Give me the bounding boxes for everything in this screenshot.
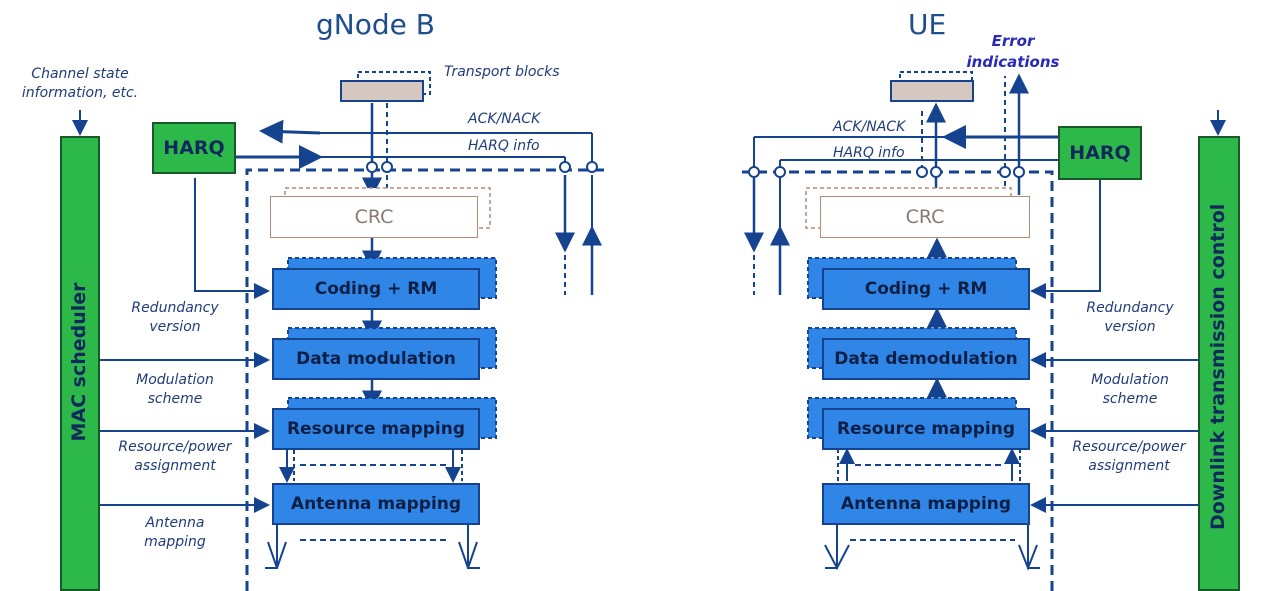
ue-harq-info-note: HARQ info xyxy=(833,145,905,161)
ue-demodulation-block: Data demodulation xyxy=(822,338,1030,380)
gnb-harq-info-note: HARQ info xyxy=(468,138,540,154)
gnb-modulation-block: Data modulation xyxy=(272,338,480,380)
mac-scheduler-bar xyxy=(60,136,100,591)
channel-state-note: Channel state information, etc. xyxy=(21,66,139,101)
gnb-antenna-block: Antenna mapping xyxy=(272,483,480,525)
ue-resource-block: Resource mapping xyxy=(822,408,1030,450)
ue-antenna-block: Antenna mapping xyxy=(822,483,1030,525)
transport-blocks-note: Transport blocks xyxy=(444,64,560,80)
ue-boundary xyxy=(742,170,1054,591)
mac-scheduler-label: MAC scheduler xyxy=(68,282,90,442)
ue-title: UE xyxy=(908,8,947,41)
gnb-resource-block: Resource mapping xyxy=(272,408,480,450)
gnb-ack-nack-note: ACK/NACK xyxy=(468,111,541,127)
gnb-harq-block: HARQ xyxy=(152,122,236,174)
gnb-transport-block xyxy=(340,80,424,102)
ue-harq-block: HARQ xyxy=(1058,126,1142,180)
gnb-coding-block: Coding + RM xyxy=(272,268,480,310)
gnb-crc-block: CRC xyxy=(270,196,478,238)
ue-coding-block: Coding + RM xyxy=(822,268,1030,310)
downlink-control-label: Downlink transmission control xyxy=(1207,203,1229,530)
gnb-boundary xyxy=(245,168,606,591)
ue-ack-nack-note: ACK/NACK xyxy=(833,119,906,135)
ue-crc-block: CRC xyxy=(820,196,1030,238)
ue-transport-block xyxy=(890,80,974,102)
gnb-title: gNode B xyxy=(316,8,435,41)
downlink-control-bar xyxy=(1198,136,1240,591)
